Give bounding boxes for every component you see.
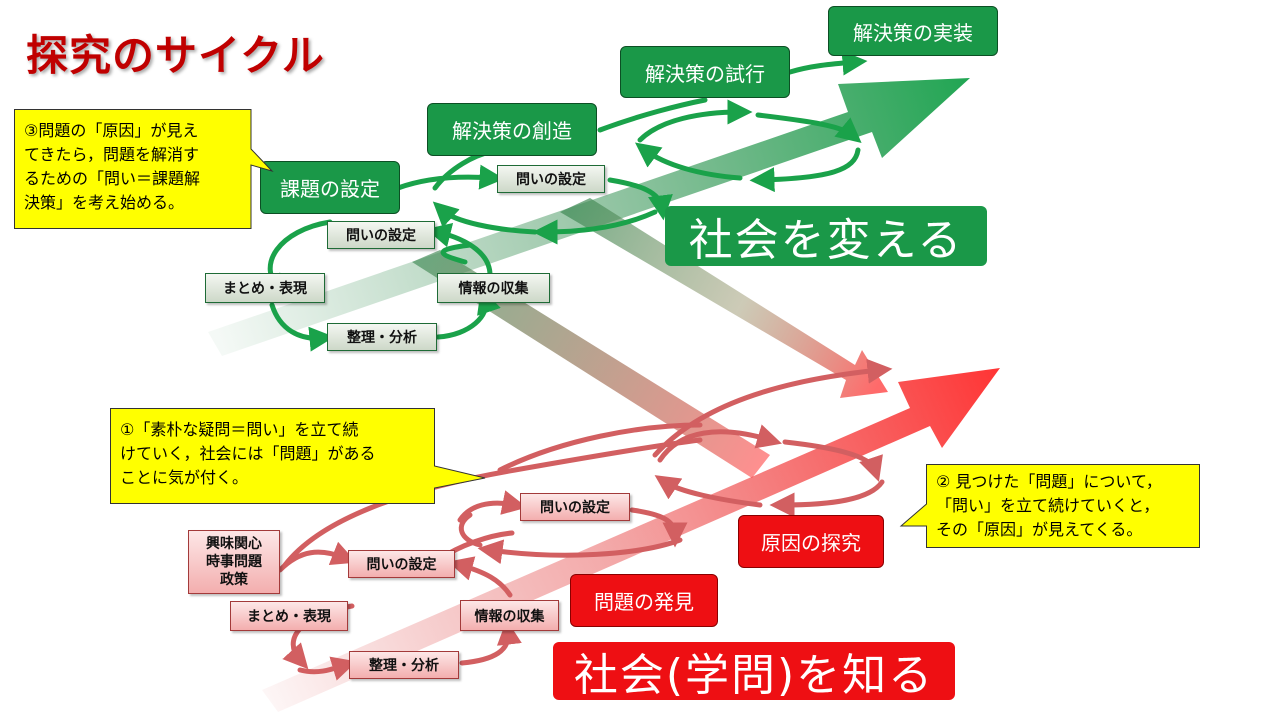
red-info-collect: 情報の収集 [460,600,559,631]
change-society-banner: 社会を変える [665,206,987,266]
red-question-setting-lower: 問いの設定 [348,550,455,578]
know-society-banner: 社会(学問)を知る [553,642,955,701]
page-title: 探究のサイクル [26,31,325,80]
green-question-setting-lower: 問いの設定 [327,221,435,249]
problem-discovery-box: 問題の発見 [570,574,718,627]
red-progress-arrow [262,368,1000,712]
green-summary-expression: まとめ・表現 [205,273,325,303]
interest-box: 興味関心 時事問題 政策 [188,530,280,594]
solution-trial-box: 解決策の試行 [620,46,790,98]
connector-arrow-upper [560,198,888,398]
connector-arrow-lower [412,250,770,478]
red-question-setting-upper: 問いの設定 [520,493,630,521]
red-organize-analyze: 整理・分析 [349,651,459,679]
solution-implement-box: 解決策の実装 [828,6,998,56]
red-summary-expression: まとめ・表現 [230,601,348,631]
cause-inquiry-box: 原因の探究 [738,515,884,568]
green-question-setting-upper: 問いの設定 [497,165,605,193]
interest-line: 政策 [220,572,248,588]
green-info-collect: 情報の収集 [437,273,550,303]
interest-line: 時事問題 [206,554,262,570]
callout-note-3: ③問題の「原因」が見え てきたら，問題を解消す るための「問い＝課題解 決策」を… [14,109,274,229]
note-2-text: ② 見つけた「問題」について， 「問い」を立て続けていくと， その「原因」が見え… [936,472,1162,539]
note-1-text: ①「素朴な疑問＝問い」を立て続 けていく，社会には「問題」がある ことに気が付く… [120,420,376,487]
callout-note-1: ①「素朴な疑問＝問い」を立て続 けていく，社会には「問題」がある ことに気が付く… [110,408,486,504]
green-organize-analyze: 整理・分析 [327,323,437,351]
callout-note-2: ② 見つけた「問題」について， 「問い」を立て続けていくと， その「原因」が見え… [899,464,1200,548]
solution-create-box: 解決策の創造 [427,103,597,156]
interest-line: 興味関心 [206,536,262,552]
issue-setting-box: 課題の設定 [260,161,400,214]
note-3-text: ③問題の「原因」が見え てきたら，問題を解消す るための「問い＝課題解 決策」を… [24,121,201,212]
